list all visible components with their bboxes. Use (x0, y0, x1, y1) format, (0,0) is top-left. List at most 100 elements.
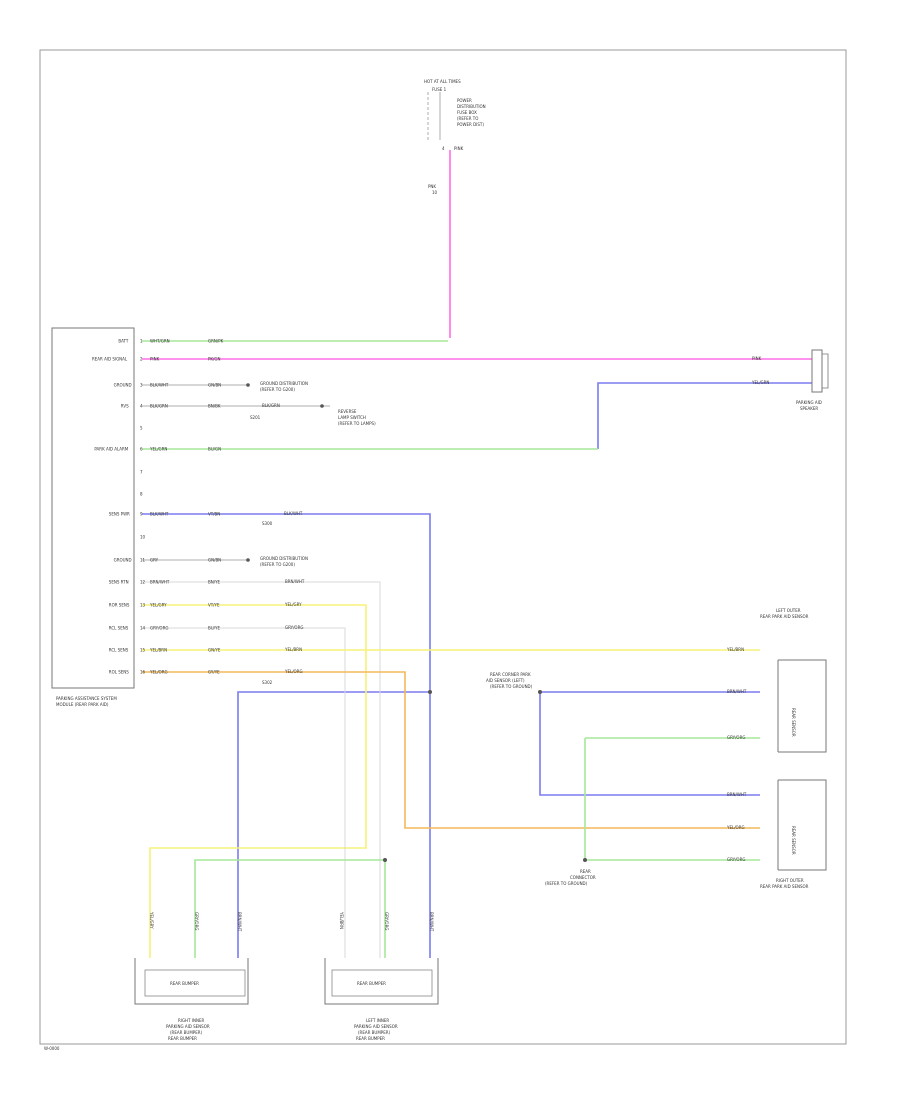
top-pin-number: 4 (442, 146, 445, 151)
ground-ref-a-2: GROUND DISTRIBUTION (260, 556, 308, 561)
right-inner-cap-1: PARKING AID SENSOR (166, 1024, 210, 1029)
splice-dot (246, 383, 250, 387)
module-pin-label: ROR SENS (109, 603, 130, 608)
left-inner-cap-1: PARKING AID SENSOR (354, 1024, 398, 1029)
left-inner-cap-3: REAR BUMPER (356, 1036, 385, 1041)
module-pin-number: 10 (140, 535, 146, 540)
wire-sens-rtn (142, 581, 381, 958)
wire-blue-right-2 (539, 692, 760, 796)
wire-blue-speaker (597, 382, 812, 449)
wire-yel-org: YEL/ORG (284, 669, 303, 674)
top-note-4: POWER DIST) (457, 122, 484, 127)
wire-blue-sens-pwr (142, 513, 431, 958)
module-pin-code: GRN/PK (208, 339, 224, 344)
module-pin-number: 8 (140, 492, 143, 497)
module-pin-label: SENS PWR (109, 512, 130, 517)
right-splice-a: REAR CORNER PARK (490, 672, 531, 677)
right-inner-body (144, 969, 246, 997)
wire-gry-org: GRY/ORG (285, 625, 303, 630)
rvs-wire: BLK/GRN (262, 403, 280, 408)
module-pin-number: 6 (140, 447, 143, 452)
top-pin-label: PINK (454, 146, 464, 151)
module-pin-number: 2 (140, 357, 143, 362)
right-outer-name-1: REAR PARK AID SENSOR (760, 884, 809, 889)
wire-yellow-ror (142, 604, 367, 958)
module-pin-number: 13 (140, 603, 146, 608)
top-note-0: POWER (457, 98, 472, 103)
splice-dot (320, 404, 324, 408)
module-pin-number: 16 (140, 670, 146, 675)
module-pin-number: 4 (140, 404, 143, 409)
module-pin-code: GY/YE (208, 670, 220, 675)
bottom-wire-5: GRY/ORG (384, 912, 389, 930)
module-pin-wire: YEL/GRN (149, 447, 167, 452)
wire-labels: GROUND DISTRIBUTION (REFER TO G200) S201… (250, 356, 769, 689)
module-pin-label: RVS (121, 404, 129, 409)
splice-dot (538, 690, 542, 694)
right-inner-sensor: REAR BUMPER RIGHT INNER PARKING AID SENS… (134, 958, 249, 1041)
module-pin-label: ROL SENS (109, 670, 129, 675)
rvs-target-c: (REFER TO LAMPS) (338, 421, 376, 426)
wire-yel-brn: YEL/BRN (284, 647, 302, 652)
bottom-wire-1: YEL/GRY (149, 911, 154, 929)
module-pin-code: GN/BN (208, 558, 221, 563)
left-outer-name-0: LEFT OUTER (776, 608, 801, 613)
right-inner-cap-0: RIGHT INNER (178, 1018, 204, 1023)
module-pin-label: RCL SENS (109, 626, 129, 631)
module-pin-number: 12 (140, 580, 146, 585)
module-pin-wire: YEL/GRY (149, 603, 167, 608)
left-outer-wire-3: GRY/ORG (727, 735, 745, 740)
sens-wire: BLK/WHT (284, 511, 303, 516)
module-pin-wire: BLK/WHT (150, 383, 169, 388)
top-note-1: DISTRIBUTION (457, 104, 486, 109)
module-pin-code: BN/BK (208, 404, 221, 409)
top-supply-title: HOT AT ALL TIMES (424, 79, 461, 84)
splice-dot (383, 858, 387, 862)
wire-rcl-a (142, 627, 346, 958)
ground-note-1: CONNECTOR (570, 875, 596, 880)
right-outer-wire-1: BRN/WHT (727, 792, 747, 797)
parking-aid-speaker: PARKING AID SPEAKER (796, 349, 829, 411)
module-pin-code: BU/YE (208, 626, 220, 631)
speaker-name-b: SPEAKER (800, 406, 818, 411)
wire-green-lower (194, 859, 386, 958)
splice-dot (246, 558, 250, 562)
module-pin-number: 3 (140, 383, 143, 388)
module-pin-label: GROUND (114, 558, 132, 563)
wire-orange-rol (142, 671, 760, 829)
module-pin-code: BU/GN (208, 447, 221, 452)
right-inner-cap-3: REAR BUMPER (168, 1036, 197, 1041)
module-pin-label: GROUND (114, 383, 132, 388)
left-inner-box-label: REAR BUMPER (357, 981, 386, 986)
top-power-supply: HOT AT ALL TIMES FUSE 1 POWER DISTRIBUTI… (424, 79, 486, 195)
speaker-pink: PINK (752, 356, 762, 361)
module-pin-wire: BLK/WHT (150, 512, 169, 517)
wire-green-right-2 (584, 738, 760, 861)
top-supply-sub: FUSE 1 (432, 87, 447, 92)
module-pin-number: 7 (140, 470, 143, 475)
module-pin-wire: GRY/ORG (150, 626, 168, 631)
top-note-2: FUSE BOX (457, 110, 477, 115)
module-pin-number: 14 (140, 626, 146, 631)
rvs-target-a: REVERSE (338, 409, 357, 414)
ground-note-2: (REFER TO GROUND) (545, 881, 588, 886)
module-pin-number: 11 (140, 558, 146, 563)
wire-blue-sens-branch (237, 691, 430, 958)
parking-aid-module: PARKING ASSISTANCE SYSTEM MODULE (REAR P… (51, 327, 135, 707)
module-pin-wire: YEL/BRN (149, 648, 167, 653)
right-splice-c: (REFER TO GROUND) (490, 684, 533, 689)
module-pin-wire: BLK/GRN (150, 404, 168, 409)
left-outer-wire-1: YEL/BRN (726, 647, 744, 652)
wires (142, 150, 812, 958)
splice-dot (428, 690, 432, 694)
right-outer-inner-label: REAR SENSOR (791, 826, 796, 855)
bottom-wire-4: YEL/BRN (339, 911, 344, 929)
bottom-wire-labels: YEL/GRY GRY/ORG BRN/WHT YEL/BRN GRY/ORG … (149, 911, 434, 932)
left-inner-sensor: REAR BUMPER LEFT INNER PARKING AID SENSO… (324, 958, 439, 1041)
module-pin-label: RCL SENS (109, 648, 129, 653)
left-outer-sensor: LEFT OUTER REAR PARK AID SENSOR REAR SEN… (726, 608, 827, 753)
top-wire-label-a: PNK (428, 184, 436, 189)
ground-ref-b-2: (REFER TO G200) (260, 562, 295, 567)
bottom-wire-6: BRN/WHT (429, 912, 434, 932)
